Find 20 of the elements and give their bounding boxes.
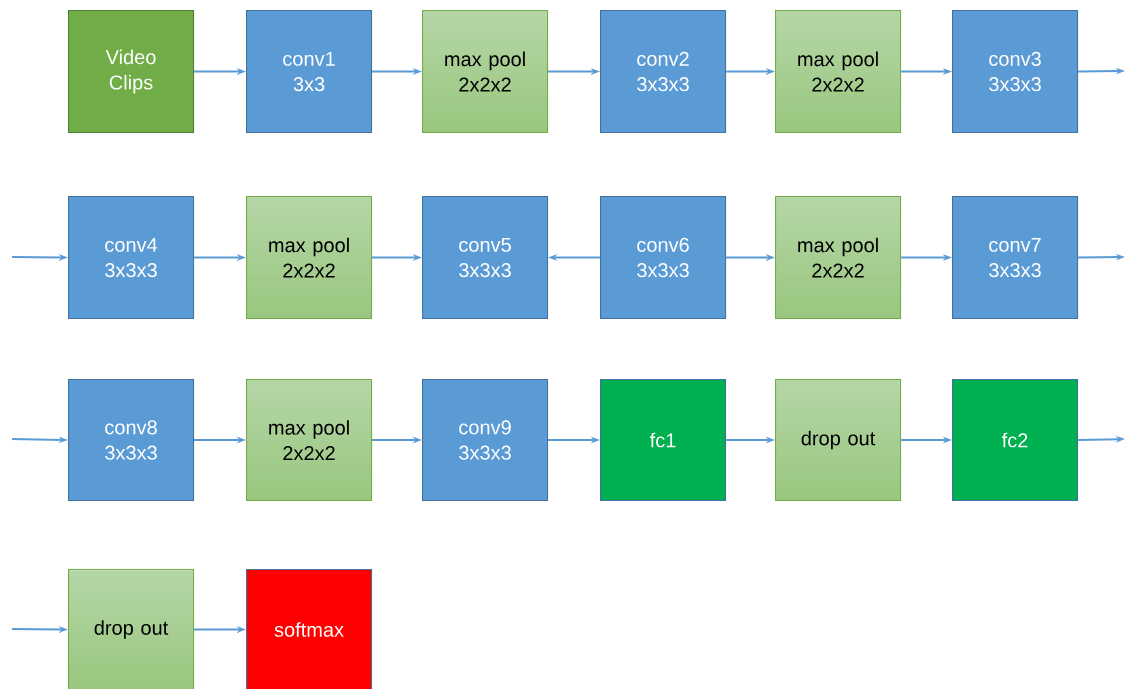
softmax-box: softmax <box>246 569 373 689</box>
conv-layer-box: conv5 3x3x3 <box>422 196 549 320</box>
layer-box: drop out <box>775 379 902 502</box>
conv-layer-box: conv6 3x3x3 <box>600 196 727 320</box>
input-box: Video Clips <box>68 10 195 134</box>
conv-layer-box: conv4 3x3x3 <box>68 196 195 320</box>
layer-box: max pool 2x2x2 <box>246 196 373 320</box>
layer-box: max pool 2x2x2 <box>775 196 902 320</box>
conv-layer-box: conv3 3x3x3 <box>952 10 1079 134</box>
conv-layer-box: conv1 3x3 <box>246 10 373 134</box>
fc-layer-box: fc1 <box>600 379 727 502</box>
layer-box: max pool 2x2x2 <box>775 10 902 134</box>
fc-layer-box: fc2 <box>952 379 1079 502</box>
layer-box: drop out <box>68 569 195 689</box>
layer-box: max pool 2x2x2 <box>422 10 549 134</box>
conv-layer-box: conv9 3x3x3 <box>422 379 549 502</box>
conv-layer-box: conv2 3x3x3 <box>600 10 727 134</box>
conv-layer-box: conv7 3x3x3 <box>952 196 1079 320</box>
layer-box: max pool 2x2x2 <box>246 379 373 502</box>
conv-layer-box: conv8 3x3x3 <box>68 379 195 502</box>
